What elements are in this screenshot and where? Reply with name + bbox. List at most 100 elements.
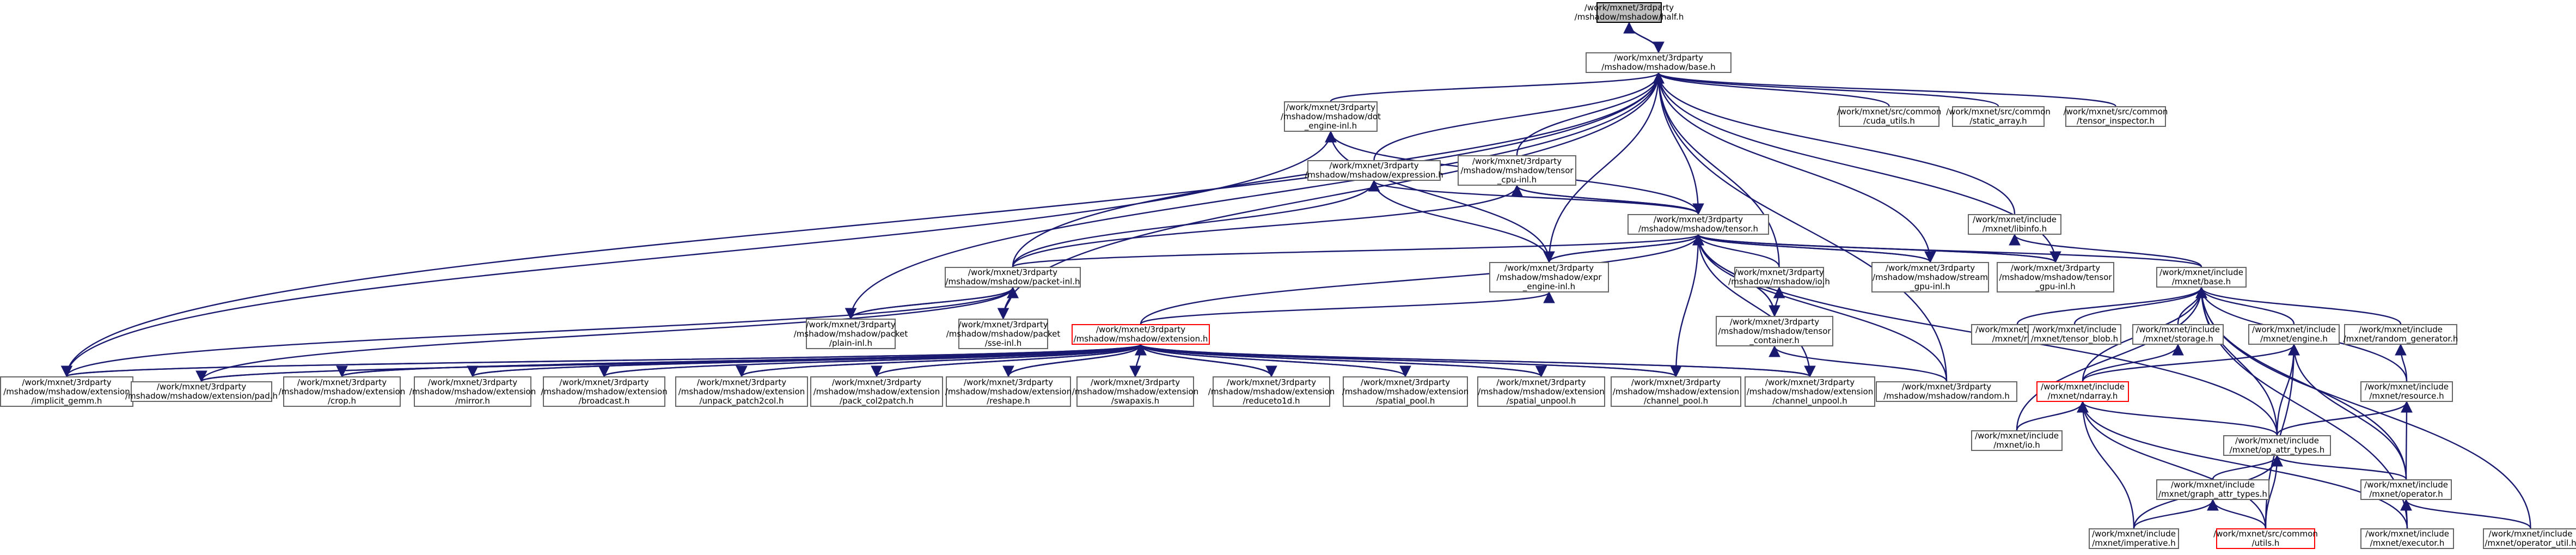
node-broadcast[interactable]: /work/mxnet/3rdparty/mshadow/mshadow/ext… (541, 376, 668, 407)
node-io[interactable]: /work/mxnet/3rdparty/mshadow/mshadow/io.… (1728, 267, 1830, 288)
node-packet-inl[interactable]: /work/mxnet/3rdparty/mshadow/mshadow/pac… (945, 267, 1081, 288)
node-label-line: /work/mxnet/3rdparty (1584, 3, 1674, 13)
node-label-line: /reduceto1d.h (1243, 395, 1300, 406)
node-ndarray[interactable]: /work/mxnet/include/mxnet/ndarray.h (2036, 381, 2129, 402)
node-label-line: /work/mxnet/3rdparty (1613, 53, 1704, 63)
edge-base-io (1653, 71, 1780, 267)
node-label-line: /mxnet/tensor_blob.h (2030, 334, 2119, 344)
node-label-line: /mshadow/mshadow/tensor (1999, 272, 2112, 282)
node-dot[interactable]: /work/mxnet/3rdparty/mshadow/mshadow/dot… (1281, 101, 1381, 132)
node-operator[interactable]: /work/mxnet/include/mxnet/operator.h (2360, 479, 2452, 500)
node-expr-engine[interactable]: /work/mxnet/3rdparty/mshadow/mshadow/exp… (1489, 262, 1609, 292)
node-label-line: /mxnet/operator_util.h (2485, 538, 2576, 548)
node-label-line: /work/mxnet/3rdparty (1504, 263, 1594, 273)
node-stream-gpu[interactable]: /work/mxnet/3rdparty/mshadow/mshadow/str… (1871, 262, 1989, 292)
node-expression[interactable]: /work/mxnet/3rdparty/mshadow/mshadow/exp… (1305, 160, 1443, 181)
node-label-line: _gpu-inl.h (1910, 281, 1950, 291)
node-label-line: /work/mxnet/include (2092, 529, 2176, 539)
node-spatial-unpool[interactable]: /work/mxnet/3rdparty/mshadow/mshadow/ext… (1477, 376, 1605, 407)
edge-tensor-mxbase (1692, 233, 2202, 268)
edge-tensor-random (1692, 233, 1948, 382)
node-swapaxis[interactable]: /work/mxnet/3rdparty/mshadow/mshadow/ext… (1072, 376, 1198, 407)
node-label-line: /swapaxis.h (1111, 395, 1160, 406)
node-label-line: /work/mxnet/3rdparty (1360, 377, 1451, 387)
node-op-attr-types[interactable]: /work/mxnet/include/mxnet/op_attr_types.… (2223, 435, 2331, 456)
node-spatial-pool[interactable]: /work/mxnet/3rdparty/mshadow/mshadow/ext… (1342, 376, 1468, 407)
node-tensor-inspector[interactable]: /work/mxnet/src/common/tensor_inspector.… (2064, 106, 2168, 127)
node-extension[interactable]: /work/mxnet/3rdparty/mshadow/mshadow/ext… (1072, 324, 1210, 345)
node-label-line: /work/mxnet/include (2488, 529, 2573, 539)
node-resource[interactable]: /work/mxnet/include/mxnet/resource.h (2360, 381, 2453, 402)
node-pad[interactable]: /work/mxnet/3rdparty/mshadow/mshadow/ext… (125, 381, 278, 402)
node-label-line: /mirror.h (455, 395, 490, 406)
node-channel-pool[interactable]: /work/mxnet/3rdparty/mshadow/mshadow/ext… (1611, 376, 1741, 407)
node-label-line: /mshadow/mshadow/extension (678, 386, 805, 397)
edge-ndarray-imperative (2077, 400, 2135, 529)
node-label-line: /static_array.h (1969, 116, 2027, 126)
edge-base-tensor-cpu (1516, 71, 1665, 156)
node-label-line: /mshadow/mshadow/packet (946, 328, 1061, 339)
node-cuda-utils[interactable]: /work/mxnet/src/common/cuda_utils.h (1837, 106, 1941, 127)
node-pack-col2patch[interactable]: /work/mxnet/3rdparty/mshadow/mshadow/ext… (810, 376, 943, 407)
node-plain[interactable]: /work/mxnet/3rdparty/mshadow/mshadow/pac… (794, 319, 908, 349)
node-label-line: /work/mxnet/3rdparty (297, 377, 387, 387)
node-channel-unpool[interactable]: /work/mxnet/3rdparty/mshadow/mshadow/ext… (1745, 376, 1875, 407)
edge-expression-packet-inl (1012, 179, 1380, 267)
node-imperative[interactable]: /work/mxnet/include/mxnet/imperative.h (2089, 528, 2179, 549)
node-engine[interactable]: /work/mxnet/include/mxnet/engine.h (2248, 324, 2340, 345)
edge-ndarray-executor (2077, 400, 2408, 529)
edge-base-dot (1330, 71, 1665, 102)
node-graph-attr-types[interactable]: /work/mxnet/include/mxnet/graph_attr_typ… (2156, 479, 2269, 500)
edge-mxbase-mxio (2016, 286, 2207, 431)
node-sse[interactable]: /work/mxnet/3rdparty/mshadow/mshadow/pac… (946, 319, 1060, 349)
node-tensor[interactable]: /work/mxnet/3rdparty/mshadow/mshadow/ten… (1627, 214, 1769, 235)
node-reshape[interactable]: /work/mxnet/3rdparty/mshadow/mshadow/ext… (945, 376, 1072, 407)
node-label-line: /work/mxnet/src/common (1946, 107, 2051, 117)
node-label-line: /mshadow/mshadow/random.h (1883, 391, 2010, 401)
edge-tensor-tensor-cpu (1516, 185, 1704, 216)
node-implicit-gemm[interactable]: /work/mxnet/3rdparty/mshadow/mshadow/ext… (0, 376, 133, 407)
edge-storage-ndarray (2082, 343, 2184, 382)
edge-swapaxis-extension (1129, 344, 1142, 378)
edge-mxbase-engine (2195, 286, 2295, 325)
node-unpack-patch2col[interactable]: /work/mxnet/3rdparty/mshadow/mshadow/ext… (675, 376, 808, 407)
node-random-generator[interactable]: /work/mxnet/include/mxnet/random_generat… (2344, 324, 2458, 345)
node-utils[interactable]: /work/mxnet/src/common/utils.h (2213, 528, 2318, 549)
edge-engine-operator (2288, 343, 2407, 480)
node-libinfo[interactable]: /work/mxnet/include/mxnet/libinfo.h (1968, 214, 2061, 235)
node-reduceto1d[interactable]: /work/mxnet/3rdparty/mshadow/mshadow/ext… (1208, 376, 1335, 407)
edge-libinfo-mxbase (2009, 233, 2202, 267)
node-label-line: _engine-inl.h (1304, 120, 1357, 131)
edge-reduceto1d-extension (1140, 344, 1277, 378)
node-label-line: /broadcast.h (578, 395, 630, 406)
node-tensor-cpu[interactable]: /work/mxnet/3rdparty/mshadow/mshadow/ten… (1458, 155, 1576, 186)
node-tensor-gpu[interactable]: /work/mxnet/3rdparty/mshadow/mshadow/ten… (1997, 262, 2114, 292)
node-label-line: /implicit_gemm.h (31, 395, 102, 406)
node-storage[interactable]: /work/mxnet/include/mxnet/storage.h (2132, 324, 2224, 345)
node-base[interactable]: /work/mxnet/3rdparty/mshadow/mshadow/bas… (1586, 52, 1731, 73)
node-label-line: /mshadow/mshadow/stream (1873, 272, 1988, 282)
node-label-line: /work/mxnet/include (2171, 480, 2255, 490)
node-label-line: /mshadow/mshadow/tensor.h (1638, 224, 1759, 234)
node-label-line: /mshadow/mshadow/extension (1072, 386, 1199, 397)
node-label-line: /mshadow/mshadow/tensor (1718, 326, 1831, 336)
edge-ndarray-mxio (2016, 400, 2089, 431)
node-label-line: /mxnet/ndarray.h (2047, 391, 2118, 401)
node-static-array[interactable]: /work/mxnet/src/common/static_array.h (1946, 106, 2051, 127)
edge-mxbase-tensor-blob (2073, 286, 2207, 325)
node-label-line: /work/mxnet/3rdparty (1885, 263, 1975, 273)
node-tensor-container[interactable]: /work/mxnet/3rdparty/mshadow/mshadow/ten… (1716, 316, 1833, 346)
node-mxbase[interactable]: /work/mxnet/include/mxnet/base.h (2156, 267, 2247, 288)
node-label-line: /work/mxnet/3rdparty (1226, 377, 1317, 387)
node-label-line: /mxnet/op_attr_types.h (2229, 445, 2325, 455)
node-crop[interactable]: /work/mxnet/3rdparty/mshadow/mshadow/ext… (279, 376, 405, 407)
node-executor[interactable]: /work/mxnet/include/mxnet/executor.h (2360, 528, 2454, 549)
node-random[interactable]: /work/mxnet/3rdparty/mshadow/mshadow/ran… (1876, 381, 2017, 402)
edge-op-attr-types-utils (2265, 454, 2283, 529)
node-mxio[interactable]: /work/mxnet/include/mxnet/io.h (1971, 430, 2063, 451)
node-operator-util[interactable]: /work/mxnet/include/mxnet/operator_util.… (2483, 528, 2576, 549)
node-half[interactable]: /work/mxnet/3rdparty/mshadow/mshadow/hal… (1575, 2, 1684, 23)
edge-broadcast-extension (598, 344, 1142, 378)
node-mirror[interactable]: /work/mxnet/3rdparty/mshadow/mshadow/ext… (409, 376, 536, 407)
node-tensor-blob[interactable]: /work/mxnet/include/mxnet/tensor_blob.h (2028, 324, 2121, 345)
